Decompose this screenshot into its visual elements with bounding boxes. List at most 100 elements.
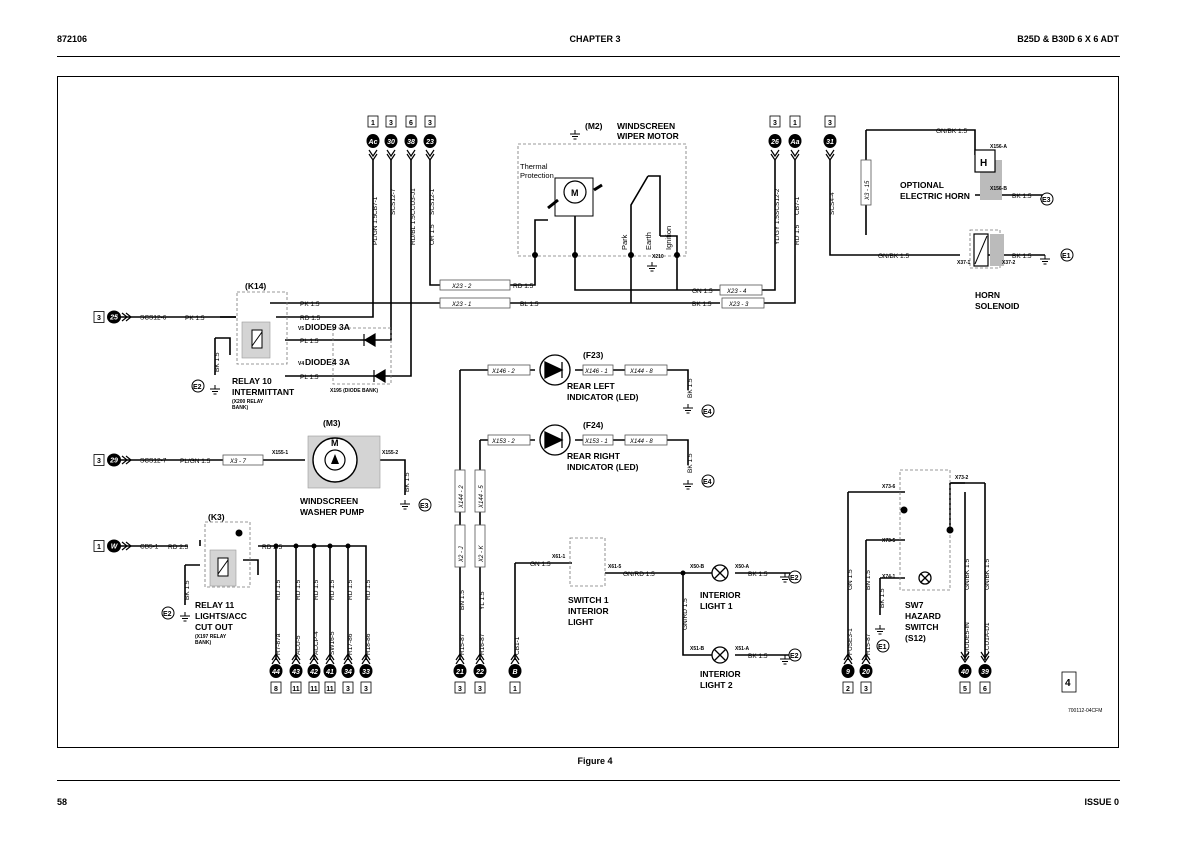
svg-text:3: 3 [428,120,432,127]
svg-text:RD 1.5: RD 1.5 [365,579,372,600]
svg-text:3: 3 [97,458,101,465]
svg-text:X146 - 2: X146 - 2 [491,369,515,375]
svg-text:BN 1.5: BN 1.5 [865,570,872,590]
svg-text:X73-6: X73-6 [882,484,896,490]
svg-text:CCU1A-D1: CCU1A-D1 [984,622,991,655]
wire-labels: PK 1.5 RD 1.5 PL 1.5 PL 1.5 PK 1.5 RD 1.… [168,128,1032,660]
f24-ref: (F24) [583,420,603,430]
left-connector-29: 3 29 SCS12-7 [93,453,167,467]
svg-text:E3: E3 [420,503,429,510]
svg-text:1: 1 [371,120,375,127]
il2-title1: INTERIOR [700,669,741,679]
svg-text:E3: E3 [1042,197,1051,204]
horn-symbol: H [980,158,987,169]
diode9-label: DIODE9 3A [305,322,350,332]
svg-text:X153 - 2: X153 - 2 [491,439,515,445]
svg-text:RD 1.5: RD 1.5 [275,579,282,600]
diode-symbols [363,332,386,384]
svg-text:X156-B: X156-B [990,186,1007,192]
svg-text:40: 40 [960,669,969,676]
k3-title1: RELAY 11 [195,600,234,610]
m3-motor-symbol: M [331,438,339,448]
svg-text:1: 1 [513,686,517,693]
svg-text:GN/RD 1.5: GN/RD 1.5 [682,598,689,630]
svg-text:3: 3 [478,686,482,693]
svg-text:11: 11 [292,686,300,693]
figure-code: 700112-04CFM [1068,708,1102,714]
diode4-label: DIODE4 3A [305,357,350,367]
svg-text:3: 3 [389,120,393,127]
svg-text:SCS12-1: SCS12-1 [429,188,436,215]
svg-text:X51-B: X51-B [690,646,705,652]
m2-motor-symbol: M [571,188,579,198]
horn-title1: OPTIONAL [900,180,944,190]
svg-text:21: 21 [455,669,464,676]
component-outlines [204,143,1001,591]
svg-text:GN/BK 1.5: GN/BK 1.5 [936,128,967,135]
svg-text:8: 8 [274,686,278,693]
svg-text:SCS12-6: SCS12-6 [140,315,167,322]
svg-text:SCS12-7: SCS12-7 [140,458,167,465]
switch1-title3: LIGHT [568,617,594,627]
svg-text:V4: V4 [298,361,304,367]
svg-text:RD 2.5: RD 2.5 [262,544,283,551]
svg-text:RD 1.5: RD 1.5 [300,315,321,322]
svg-text:E2: E2 [790,575,799,582]
svg-text:29: 29 [109,458,118,465]
svg-text:RD 1.5: RD 1.5 [313,579,320,600]
switch1-title1: SWITCH 1 [568,595,609,605]
bottom-connectors: R7-87a448ACU-54311ACCP-44211SW16-54111R1… [269,622,992,694]
issue-label: ISSUE 0 [1084,797,1119,807]
svg-text:BK 1.5: BK 1.5 [687,378,694,398]
page-number: 58 [57,797,68,807]
earth-labels: E3 E1 E2 E4 E4 E3 E2 E2 E2 E1 [161,192,1074,662]
lamp-symbols [539,354,932,664]
horn-title2: ELECTRIC HORN [900,191,970,201]
svg-text:5: 5 [963,686,967,693]
chapter-title: CHAPTER 3 [569,34,621,44]
svg-text:2: 2 [846,686,850,693]
k14-title2: INTERMITTANT [232,387,295,397]
figure-frame [57,76,1119,748]
il1-title2: LIGHT 1 [700,601,733,611]
svg-text:31: 31 [826,139,834,146]
svg-text:X156-A: X156-A [990,144,1007,150]
figure-caption: Figure 4 [577,756,613,766]
svg-text:FUSE3-1: FUSE3-1 [847,628,854,655]
component-labels: (M2) WINDSCREEN WIPER MOTOR (K14) RELAY … [195,121,1019,690]
pin-labels: X156-A X156-B X37-1 X37-2 X155-1 X155-2 … [272,144,1016,652]
svg-text:BL 1.5: BL 1.5 [520,301,539,308]
svg-text:(X200 RELAY: (X200 RELAY [232,399,264,405]
svg-text:PL 1.5: PL 1.5 [300,374,319,381]
svg-text:CB1-1: CB1-1 [514,636,521,655]
svg-text:Ignition: Ignition [664,226,673,250]
svg-text:GN/RD 1.5: GN/RD 1.5 [623,571,655,578]
component-bodies [209,149,1004,587]
svg-text:3: 3 [458,686,462,693]
relay-notes: (X200 RELAY BANK) (X197 RELAY BANK) X195… [195,254,664,646]
svg-text:BANK): BANK) [195,640,211,646]
svg-text:X3 - 7: X3 - 7 [229,459,247,465]
m3-ref: (M3) [323,418,341,428]
bottom-connector-B: CB1-1B 1 [508,636,522,694]
svg-text:GN/BK 1.5: GN/BK 1.5 [878,253,909,260]
svg-text:RD 1.5: RD 1.5 [295,579,302,600]
svg-text:SW16-5: SW16-5 [329,631,336,655]
svg-text:(X197 RELAY: (X197 RELAY [195,634,227,640]
svg-text:B: B [512,669,517,676]
svg-text:BK 1.5: BK 1.5 [214,352,221,372]
k3-title2: LIGHTS/ACC [195,611,247,621]
top-connectors: 1AcCB7-1330SCS12-7638CCU3-J1323SCS12-132… [366,115,837,215]
wiper-internal-labels: Thermal Protection Park Earth Ignition [520,162,673,250]
svg-text:X23 - 3: X23 - 3 [728,302,749,308]
svg-text:X144 - 5: X144 - 5 [479,485,485,509]
svg-text:PL/GN 1.5: PL/GN 1.5 [180,458,211,465]
svg-text:Earth: Earth [644,232,653,250]
svg-text:E1: E1 [878,644,887,651]
